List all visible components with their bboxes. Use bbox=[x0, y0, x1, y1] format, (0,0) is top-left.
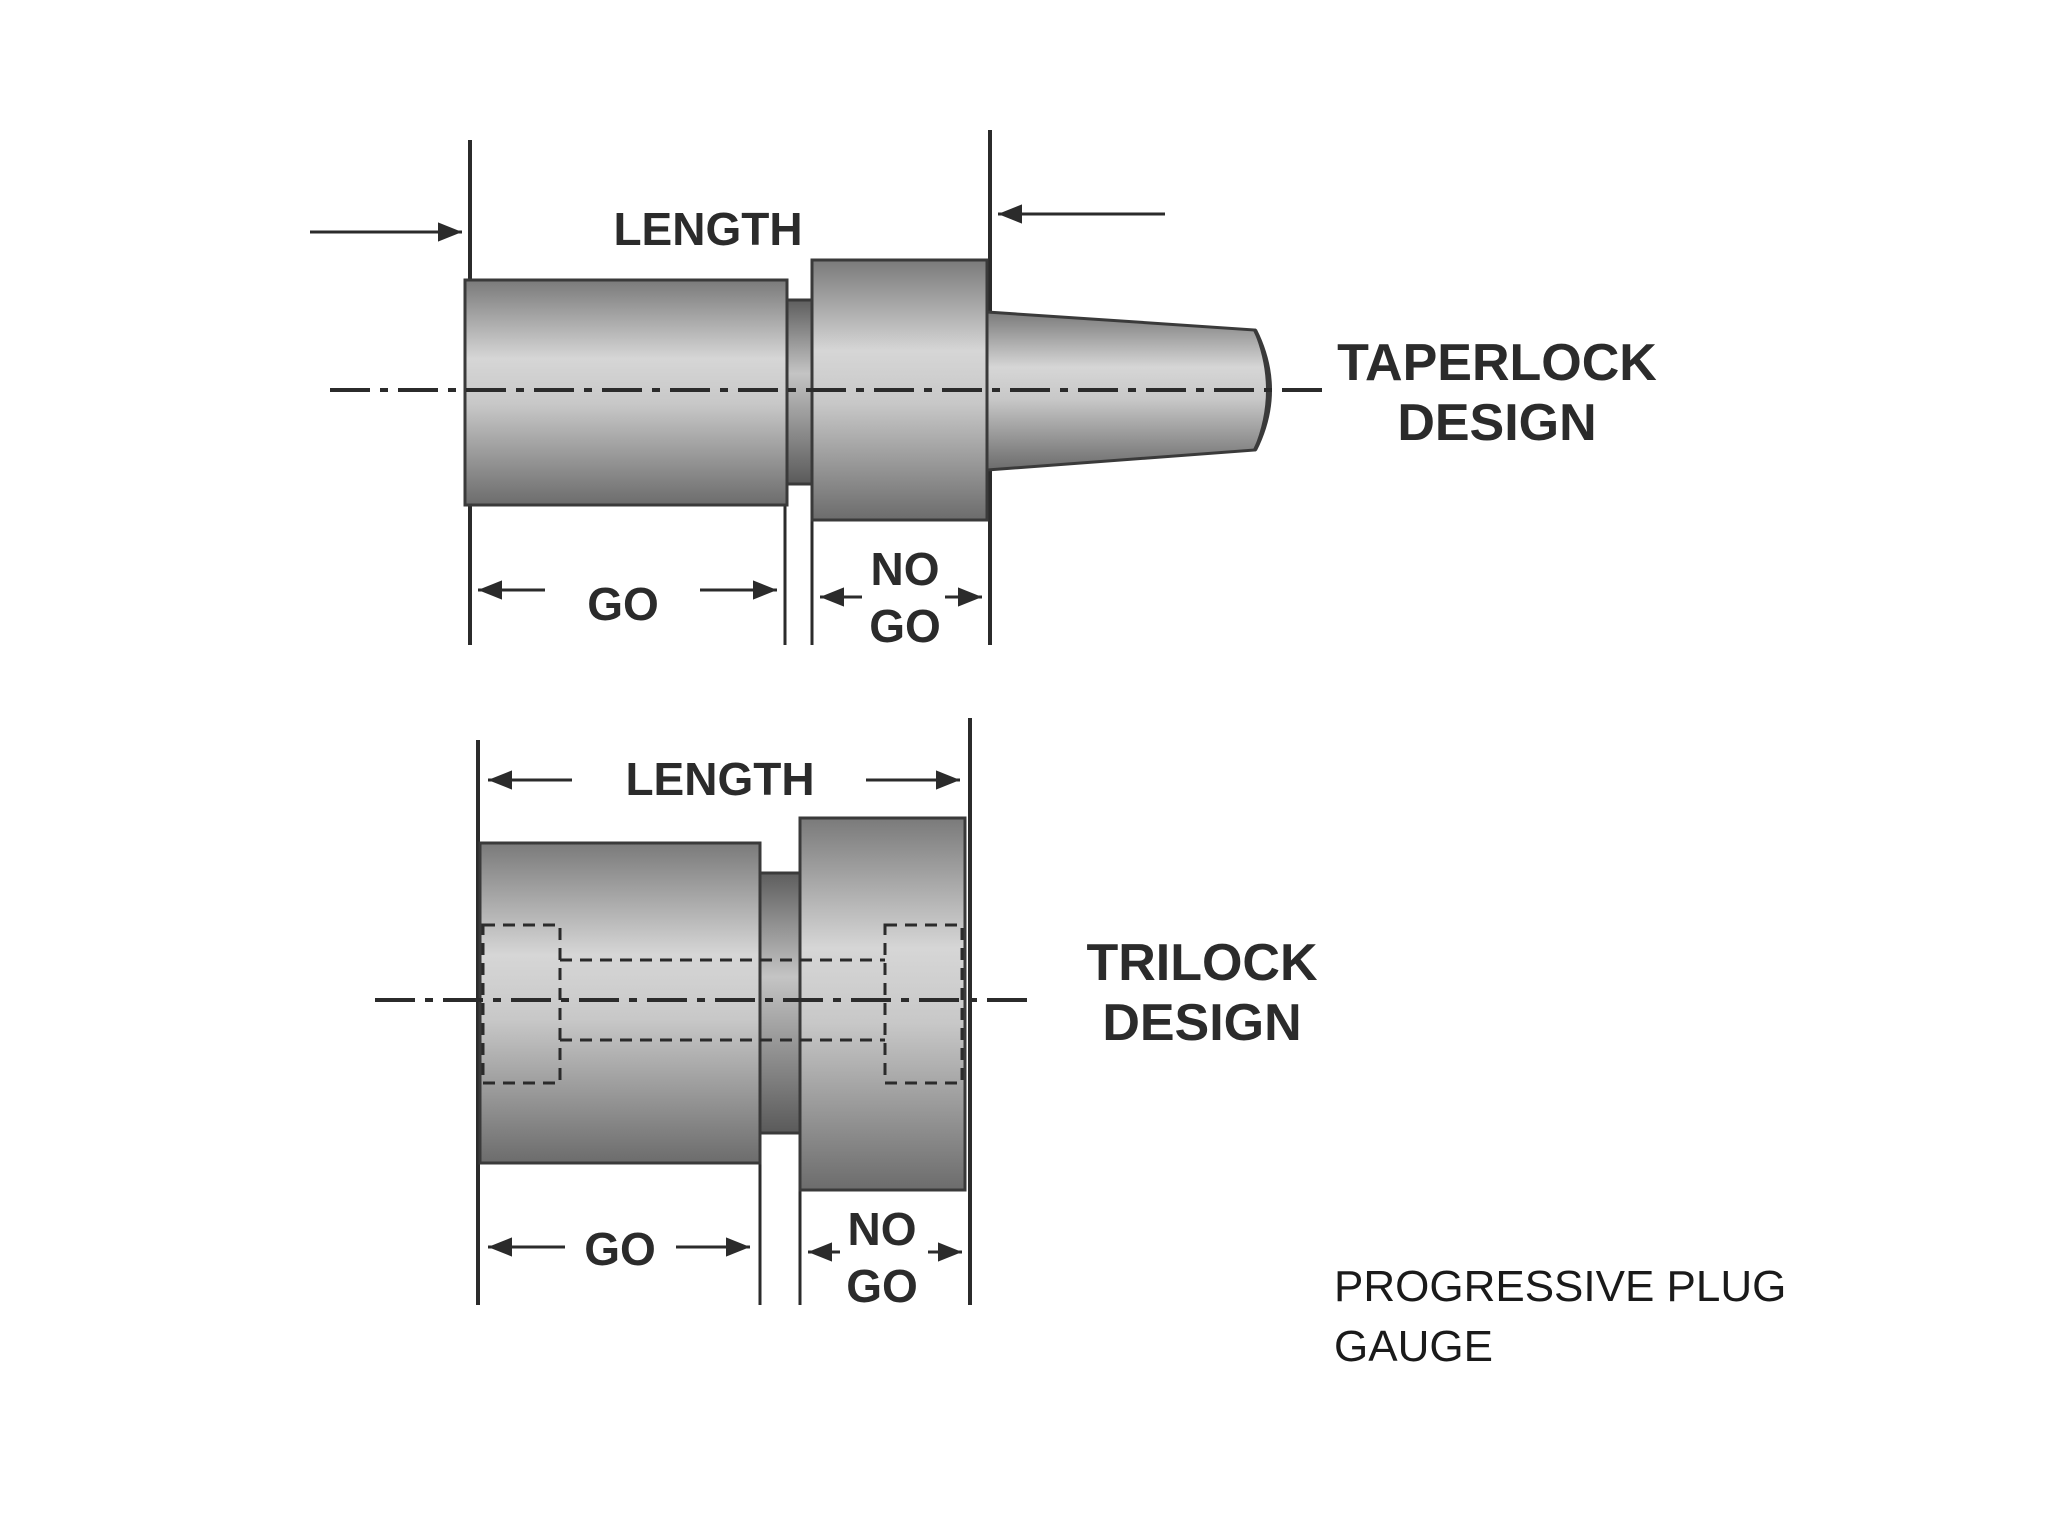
trilock-left-counterbore bbox=[481, 923, 562, 1085]
trilock-go-body bbox=[478, 841, 762, 1165]
caption-line-2: GAUGE bbox=[1334, 1322, 1493, 1371]
taperlock-design-line1: TAPERLOCK bbox=[1337, 334, 1657, 392]
trilock-go-label: GO bbox=[584, 1223, 656, 1275]
taperlock-nogo-label-line2: GO bbox=[869, 600, 941, 652]
trilock-right-counterbore bbox=[883, 923, 964, 1085]
taperlock-go-body bbox=[463, 278, 789, 507]
slide-caption: PROGRESSIVE PLUG GAUGE bbox=[1334, 1257, 1786, 1377]
taperlock-go-label: GO bbox=[587, 578, 659, 630]
trilock-gauge: LENGTH GO NO GO TRILOCK DESIGN bbox=[375, 718, 1318, 1312]
trilock-nogo-label-line2: GO bbox=[846, 1260, 918, 1312]
trilock-design-line2: DESIGN bbox=[1102, 994, 1301, 1052]
taperlock-design-line2: DESIGN bbox=[1397, 394, 1596, 452]
trilock-design-line1: TRILOCK bbox=[1086, 934, 1318, 992]
taperlock-nogo-label-line1: NO bbox=[871, 543, 940, 595]
trilock-neck bbox=[758, 871, 802, 1135]
trilock-nogo-body bbox=[798, 816, 967, 1192]
taperlock-length-label: LENGTH bbox=[613, 203, 802, 255]
caption-line-1: PROGRESSIVE PLUG bbox=[1334, 1262, 1787, 1311]
taperlock-gauge: LENGTH GO NO GO TAPERLOCK DESIGN bbox=[310, 130, 1657, 652]
trilock-length-label: LENGTH bbox=[625, 753, 814, 805]
trilock-nogo-label-line1: NO bbox=[848, 1203, 917, 1255]
